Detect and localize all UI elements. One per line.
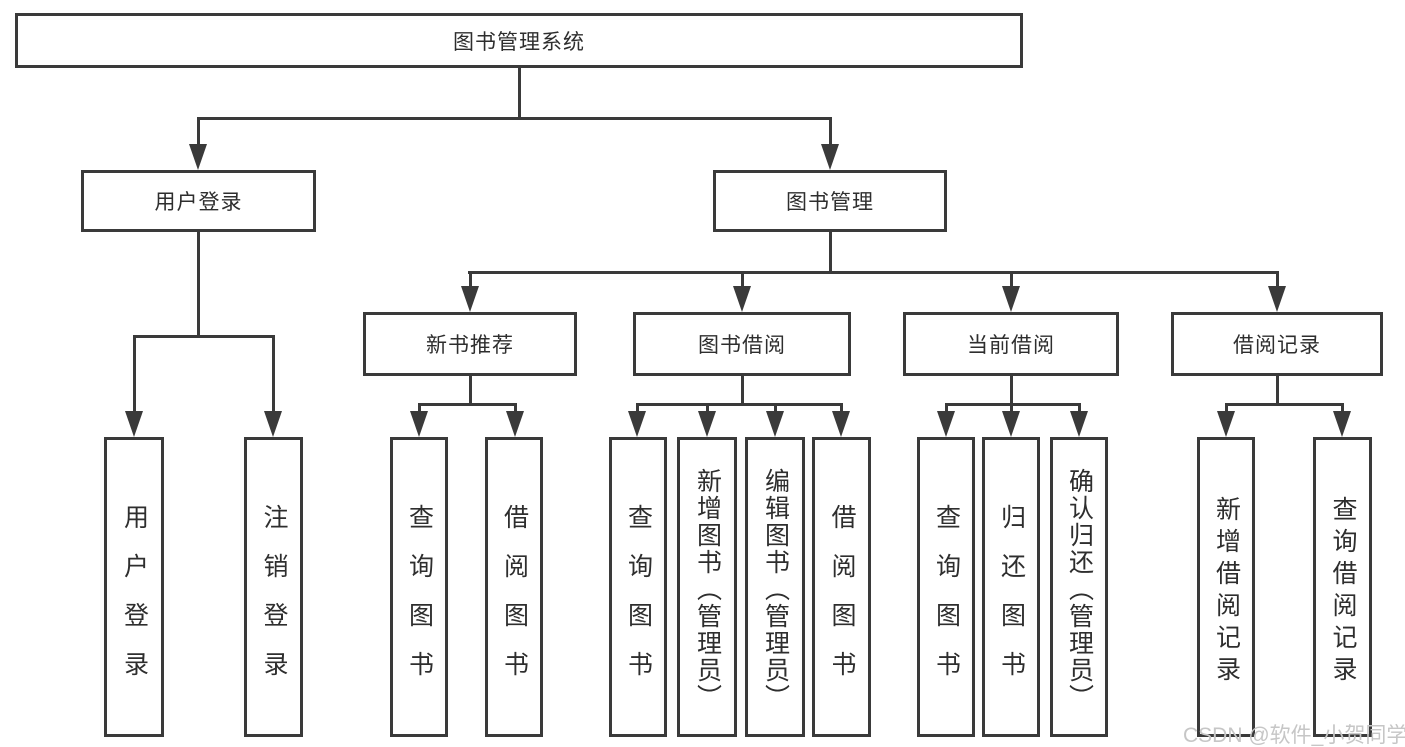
node-user-login: 用户登录 xyxy=(81,170,316,232)
arrowhead-icon xyxy=(1070,411,1088,437)
arrowhead-icon xyxy=(1002,411,1020,437)
node-label: 新书推荐 xyxy=(426,334,514,357)
node-label: 编辑图书（管理员） xyxy=(761,467,790,711)
arrowhead-icon xyxy=(766,411,784,437)
node-edit-book-admin: 编辑图书（管理员） xyxy=(745,437,805,737)
connector-line xyxy=(469,375,472,406)
arrowhead-icon xyxy=(461,286,479,312)
connector-line xyxy=(1225,403,1343,406)
node-label: 借阅图书 xyxy=(500,504,529,700)
connector-line xyxy=(1010,403,1013,413)
node-label: 注销登录 xyxy=(260,504,288,700)
node-label: 用户登录 xyxy=(154,191,243,214)
arrowhead-icon xyxy=(506,411,524,437)
node-query-book: 查询图书 xyxy=(390,437,448,737)
connector-line xyxy=(468,271,1279,274)
connector-line xyxy=(418,403,517,406)
connector-line xyxy=(829,117,832,147)
node-query-borrow-record: 查询借阅记录 xyxy=(1313,437,1372,737)
node-borrow-book: 借阅图书 xyxy=(812,437,871,737)
node-label: 新增图书（管理员） xyxy=(693,467,722,711)
connector-line xyxy=(741,271,744,289)
node-book-borrowing: 图书借阅 xyxy=(633,312,851,376)
connector-line xyxy=(840,403,843,413)
connector-line xyxy=(197,232,200,336)
connector-line xyxy=(518,68,521,118)
node-label: 新增借阅记录 xyxy=(1212,496,1241,688)
node-add-borrow-record: 新增借阅记录 xyxy=(1197,437,1255,737)
node-borrowing-records: 借阅记录 xyxy=(1171,312,1383,376)
arrowhead-icon xyxy=(832,411,850,437)
node-query-book: 查询图书 xyxy=(917,437,975,737)
connector-line xyxy=(636,403,639,413)
connector-line xyxy=(418,403,421,413)
arrowhead-icon xyxy=(1002,286,1020,312)
node-query-book: 查询图书 xyxy=(609,437,667,737)
node-label: 用户登录 xyxy=(120,504,149,700)
node-label: 查询图书 xyxy=(624,504,653,700)
connector-line xyxy=(514,403,517,413)
node-label: 当前借阅 xyxy=(967,334,1055,357)
arrowhead-icon xyxy=(189,144,207,170)
connector-line xyxy=(829,232,832,272)
arrowhead-icon xyxy=(937,411,955,437)
arrowhead-icon xyxy=(264,411,282,437)
arrowhead-icon xyxy=(698,411,716,437)
arrowhead-icon xyxy=(1333,411,1351,437)
connector-line xyxy=(1010,375,1013,406)
arrowhead-icon xyxy=(1217,411,1235,437)
csdn-watermark: CSDN @软件_小贺同学 xyxy=(1183,724,1405,747)
connector-line xyxy=(1225,403,1228,413)
node-label: 图书管理系统 xyxy=(453,30,585,54)
node-label: 借阅记录 xyxy=(1233,334,1321,357)
connector-line xyxy=(741,375,744,406)
node-label: 图书借阅 xyxy=(698,334,786,357)
node-return-book: 归还图书 xyxy=(982,437,1040,737)
node-book-management: 图书管理 xyxy=(713,170,947,232)
connector-line xyxy=(133,335,275,338)
node-add-book-admin: 新增图书（管理员） xyxy=(677,437,737,737)
connector-line xyxy=(1010,271,1013,289)
node-logout: 注销登录 xyxy=(244,437,303,737)
arrowhead-icon xyxy=(125,411,143,437)
connector-line xyxy=(197,117,200,147)
node-label: 确认归还（管理员） xyxy=(1065,467,1094,711)
arrowhead-icon xyxy=(1268,286,1286,312)
node-label: 查询图书 xyxy=(932,504,961,700)
node-label: 归还图书 xyxy=(997,504,1026,700)
connector-line xyxy=(1341,403,1344,413)
node-label: 查询借阅记录 xyxy=(1329,496,1357,688)
arrowhead-icon xyxy=(410,411,428,437)
connector-line xyxy=(1276,271,1279,289)
connector-line xyxy=(133,335,136,413)
arrowhead-icon xyxy=(821,144,839,170)
connector-line xyxy=(469,271,472,289)
node-label: 查询图书 xyxy=(405,504,434,700)
arrowhead-icon xyxy=(733,286,751,312)
node-label: 图书管理 xyxy=(786,191,874,214)
connector-line xyxy=(1078,403,1081,413)
node-library-management-system: 图书管理系统 xyxy=(15,13,1023,68)
node-new-book-recommendation: 新书推荐 xyxy=(363,312,577,376)
node-label: 借阅图书 xyxy=(828,504,856,700)
node-borrow-book: 借阅图书 xyxy=(485,437,543,737)
node-current-borrowing: 当前借阅 xyxy=(903,312,1119,376)
node-confirm-return-admin: 确认归还（管理员） xyxy=(1050,437,1108,737)
node-user-login-leaf: 用户登录 xyxy=(104,437,164,737)
connector-line xyxy=(197,117,832,120)
connector-line xyxy=(774,403,777,413)
connector-line xyxy=(1276,375,1279,406)
connector-line xyxy=(706,403,709,413)
connector-line xyxy=(272,335,275,413)
arrowhead-icon xyxy=(628,411,646,437)
connector-line xyxy=(636,403,843,406)
connector-line xyxy=(945,403,948,413)
